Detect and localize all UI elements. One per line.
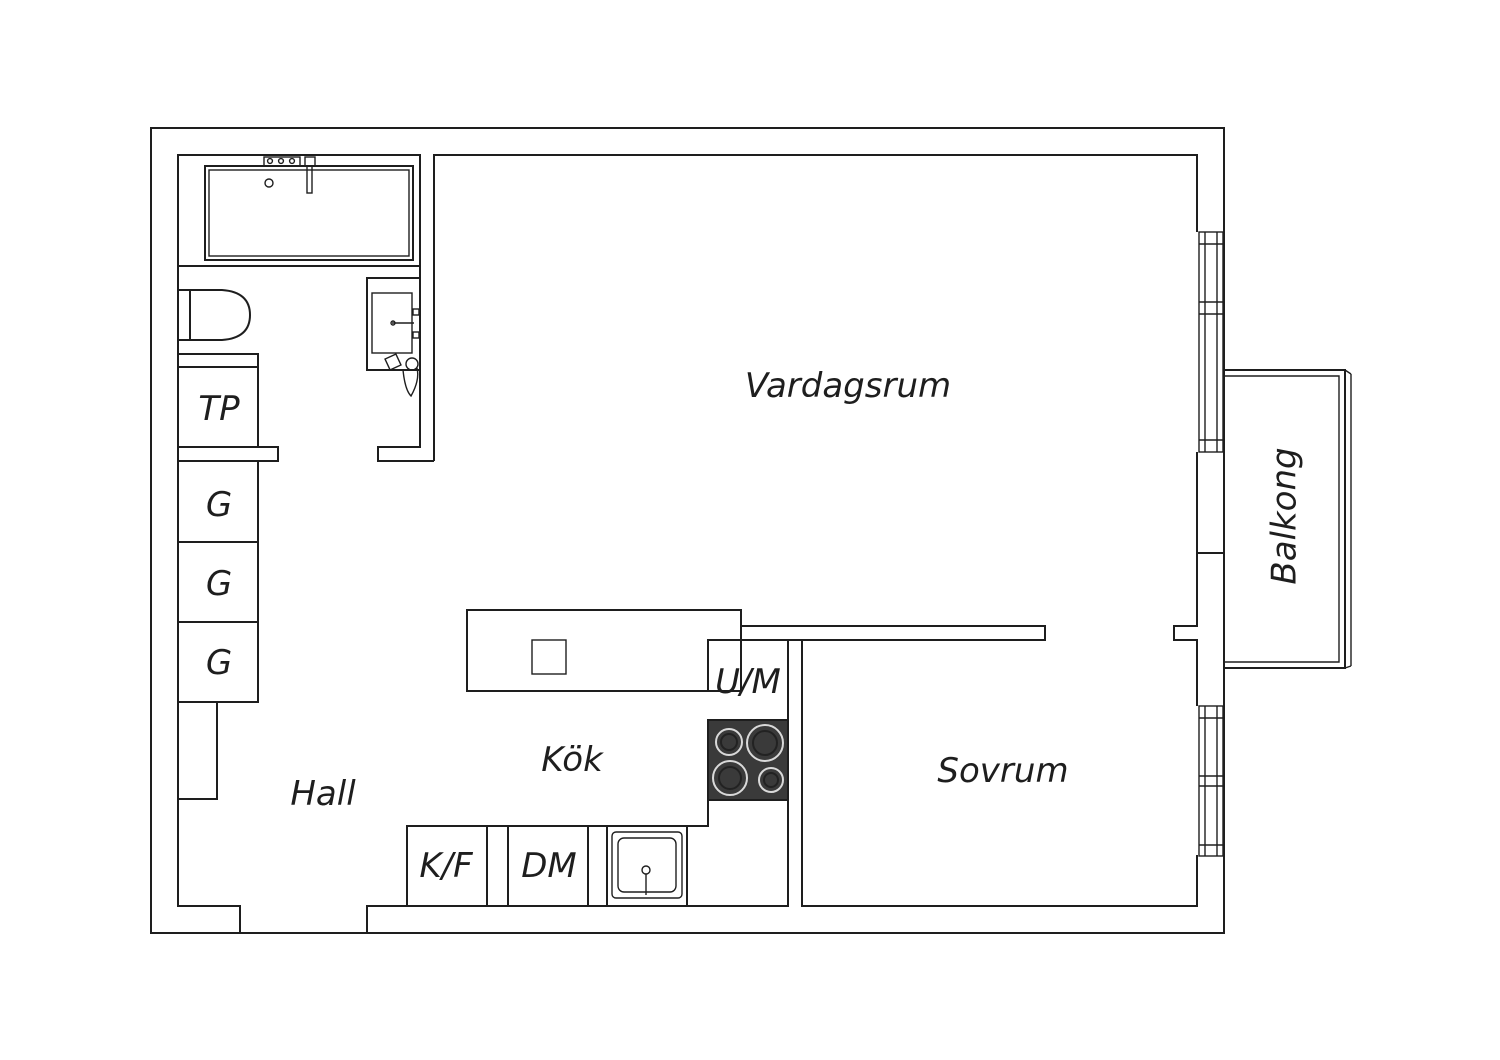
wardrobe-label: G — [206, 485, 232, 525]
wardrobe-3 — [177, 621, 259, 703]
living-room-label: Vardagsrum — [745, 366, 951, 406]
unit-labels: TP G G G U/M K/F DM — [198, 389, 780, 886]
bathroom — [178, 156, 434, 462]
balcony-door-wall — [1173, 552, 1224, 706]
dishwasher-label: DM — [521, 846, 577, 886]
kitchen-label: Kök — [541, 740, 604, 780]
fridge-freezer — [406, 825, 488, 907]
wardrobe-label: G — [206, 564, 232, 604]
bedroom-label: Sovrum — [937, 751, 1068, 791]
wardrobe-1 — [177, 460, 259, 543]
oven-micro-label: U/M — [715, 662, 781, 702]
kitchen — [406, 609, 1046, 907]
bathtub — [204, 165, 414, 261]
fridge-freezer-label: K/F — [419, 846, 473, 886]
toilet-icon — [178, 289, 252, 341]
balcony-label: Balkong — [1265, 447, 1305, 584]
hall-label: Hall — [290, 774, 356, 814]
wardrobe-label: G — [206, 643, 232, 683]
burner-icon — [712, 760, 748, 796]
burner-icon — [715, 728, 743, 756]
tp-cabinet — [177, 366, 259, 448]
room-labels: Vardagsrum Sovrum Kök Hall Balkong — [290, 366, 1304, 814]
windows — [1198, 231, 1224, 857]
dishwasher — [507, 825, 589, 907]
kitchen-island — [466, 609, 742, 692]
wardrobes — [177, 366, 259, 800]
faucet-icon — [263, 156, 301, 167]
wardrobe-2 — [177, 541, 259, 623]
island-sink — [531, 639, 567, 675]
burner-icon — [758, 767, 784, 793]
shower-icon — [402, 367, 419, 398]
balcony — [1224, 369, 1352, 669]
tp-label: TP — [198, 389, 240, 429]
